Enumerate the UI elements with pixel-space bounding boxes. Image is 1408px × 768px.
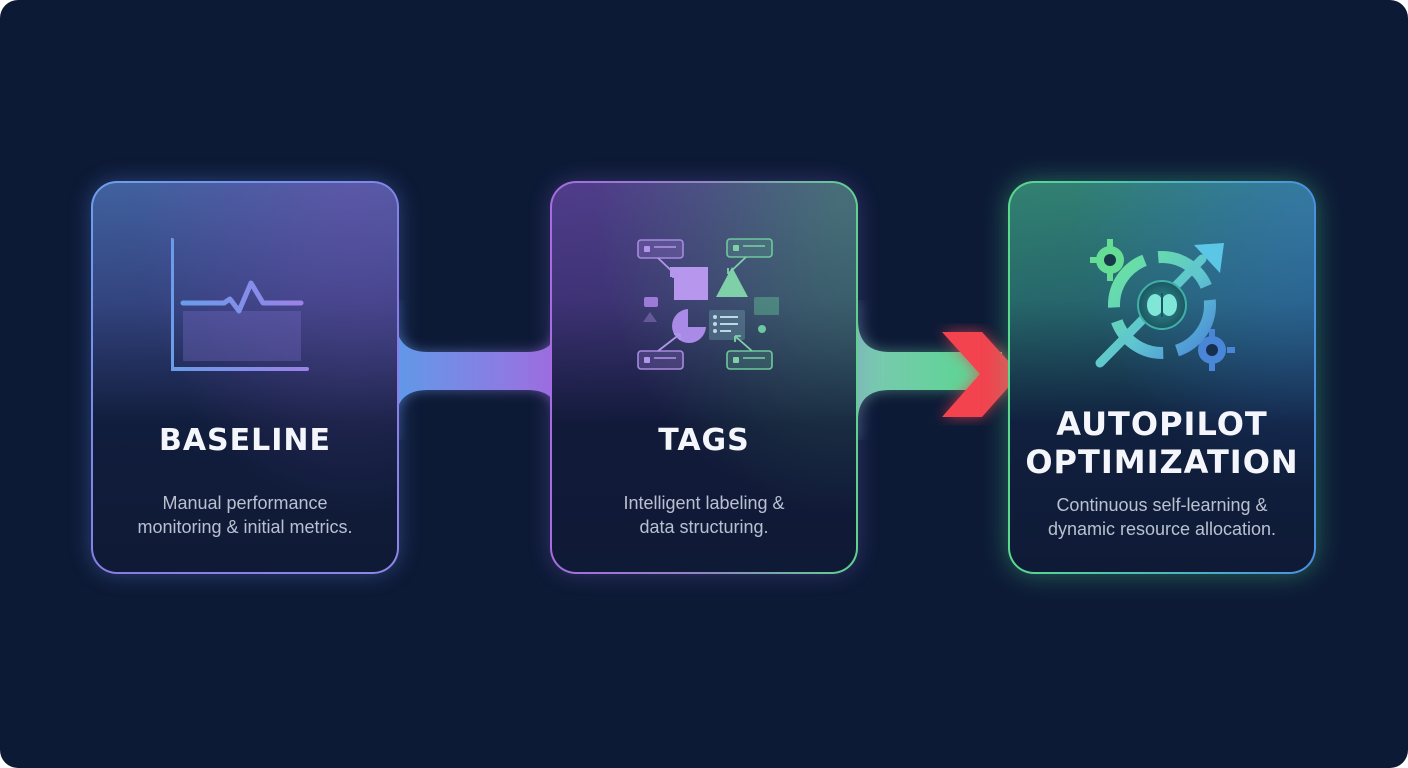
- connector-tags-to-autopilot: [852, 300, 1020, 440]
- step-title-tags: TAGS: [658, 423, 750, 458]
- brain-gear-cycle-icon: [1090, 239, 1235, 371]
- step-description-tags: Intelligent labeling & data structuring.: [623, 493, 785, 537]
- step-description-autopilot-optimization: Continuous self-learning & dynamic resou…: [1047, 495, 1277, 539]
- step-description-baseline: Manual performance monitoring & initial …: [137, 493, 353, 537]
- connector-baseline-to-tags: [390, 300, 565, 440]
- line-chart-icon: [171, 238, 309, 371]
- tagged-shapes-icon: [637, 238, 779, 370]
- step-card-autopilot-optimization: AUTOPILOT OPTIMIZATION Continuous self-l…: [1008, 181, 1316, 574]
- step-card-baseline: BASELINE Manual performance monitoring &…: [91, 181, 399, 574]
- step-title-autopilot-optimization: AUTOPILOT OPTIMIZATION: [1025, 405, 1299, 481]
- chevron-right-icon: [942, 332, 1020, 417]
- step-title-baseline: BASELINE: [158, 423, 332, 458]
- step-card-tags: TAGS Intelligent labeling & data structu…: [550, 181, 858, 574]
